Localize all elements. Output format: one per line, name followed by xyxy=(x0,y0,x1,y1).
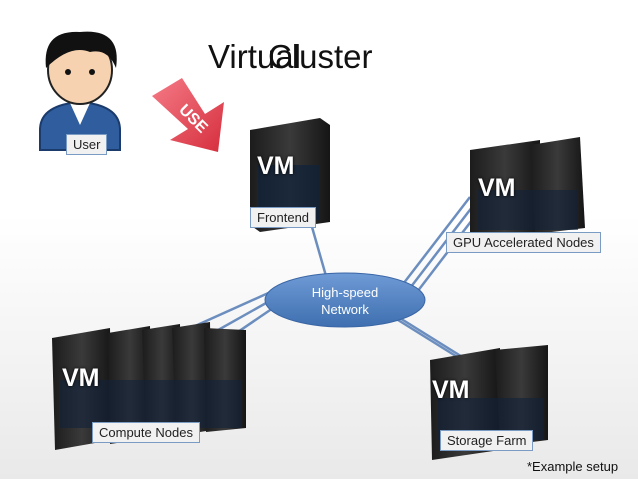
link-gpu-2 xyxy=(406,201,477,293)
user-label: User xyxy=(66,134,108,155)
use-arrow: USE xyxy=(152,78,224,152)
frontend-label: Frontend xyxy=(250,207,317,228)
footnote: *Example setup xyxy=(527,459,619,474)
user-avatar xyxy=(39,31,121,151)
network-label-line2: Network xyxy=(321,302,369,317)
network-label: High-speed Network xyxy=(280,284,410,318)
gpu-label: GPU Accelerated Nodes xyxy=(446,232,601,253)
gpu-server-icon xyxy=(470,137,585,240)
storage-label: Storage Farm xyxy=(440,430,534,451)
compute-label: Compute Nodes xyxy=(92,422,200,443)
network-bubble xyxy=(264,272,426,328)
storage-vm-label: VM xyxy=(432,376,470,404)
compute-vm-label: VM xyxy=(62,364,100,392)
title-part-1: Virtual xyxy=(208,38,301,75)
frontend-vm-label: VM xyxy=(257,152,295,180)
link-gpu-1 xyxy=(399,196,471,289)
title-part-2: Cluster xyxy=(268,38,373,75)
compute-server-icon xyxy=(52,322,246,450)
network-label-line1: High-speed xyxy=(311,285,379,300)
network-links xyxy=(174,196,484,375)
gpu-vm-label: VM xyxy=(478,174,516,202)
